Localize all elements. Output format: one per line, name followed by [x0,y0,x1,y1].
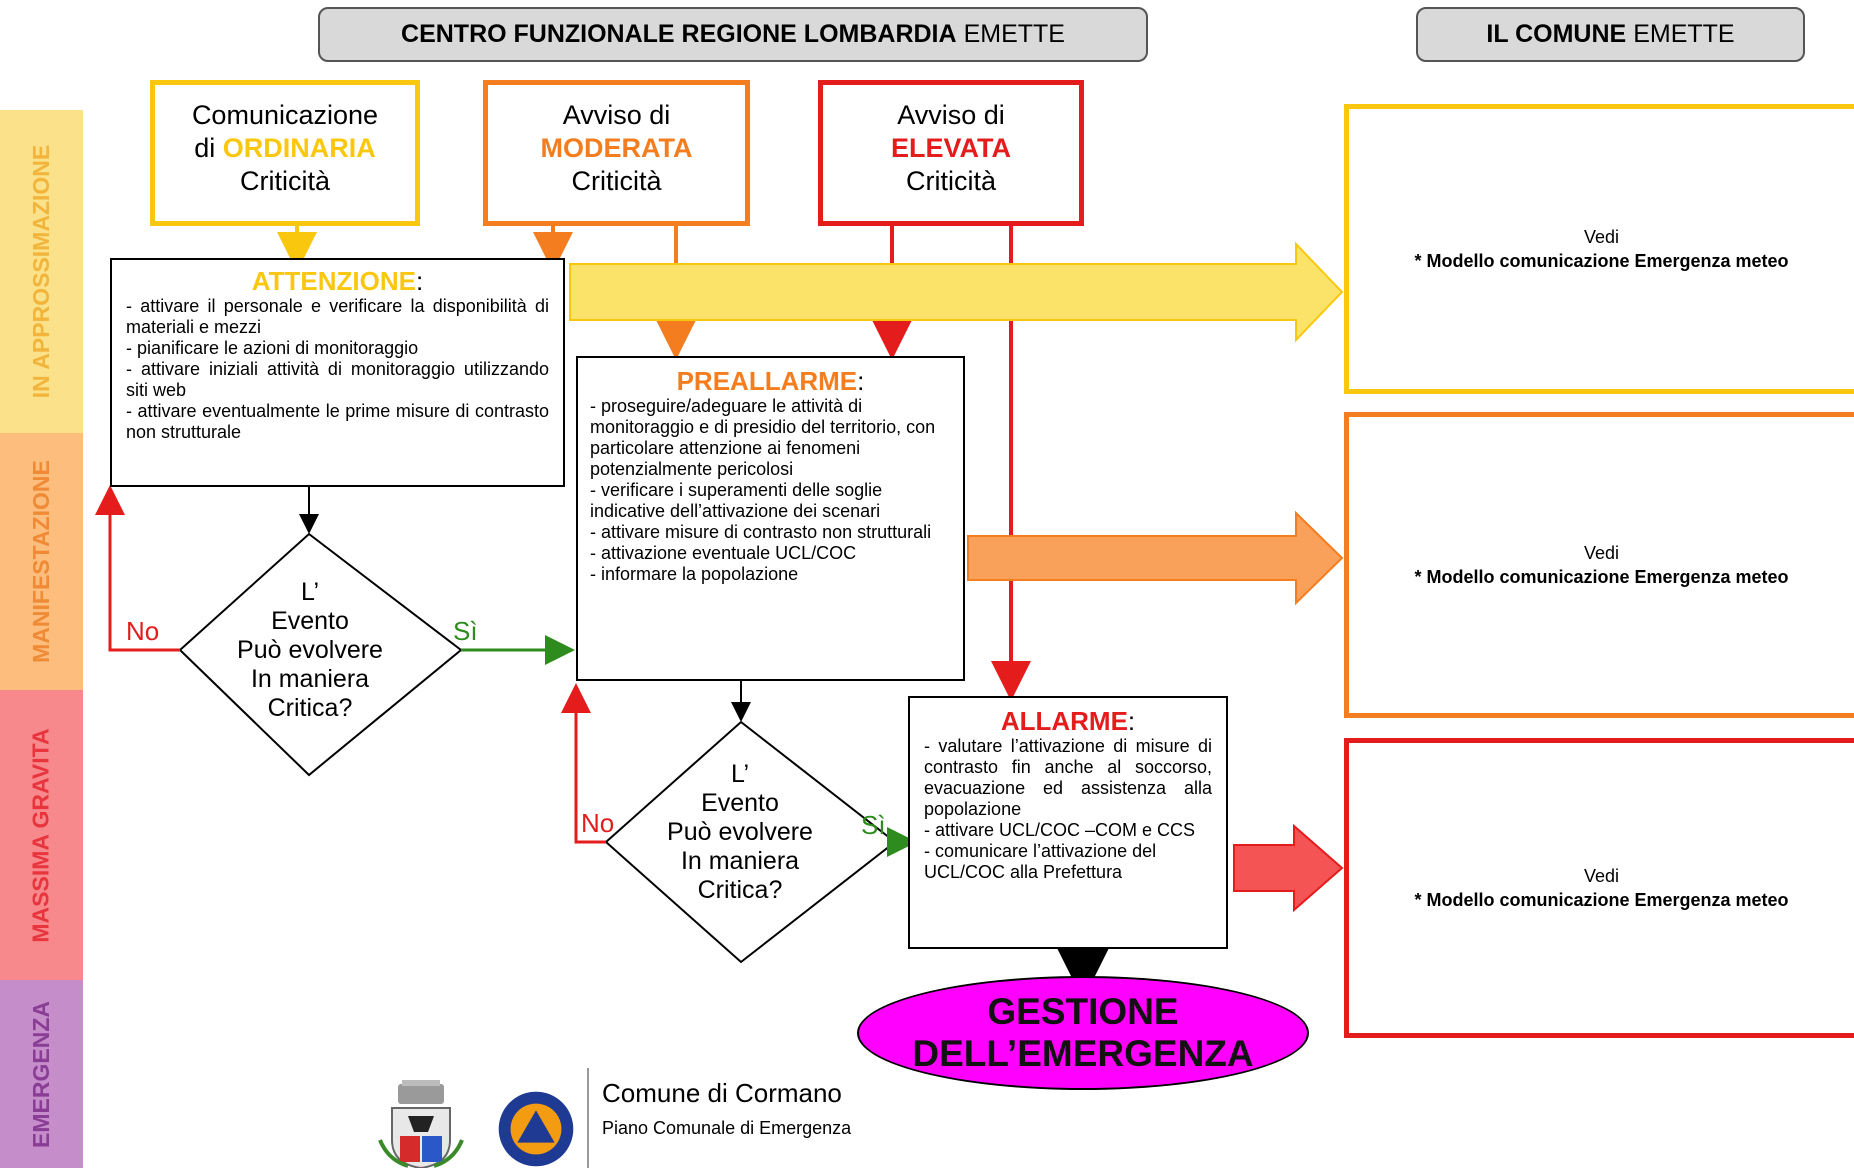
big-arrow-preallarme [967,510,1344,606]
decision-2-l1: L’ [730,760,750,788]
source-ordinaria-key: ORDINARIA [222,133,376,163]
source-ordinaria: Comunicazione di ORDINARIA Criticità [150,80,420,226]
allarme-title-text: ALLARME [1000,706,1128,736]
decision-1-no-label: No [126,616,160,646]
footer-title: Comune di Cormano [602,1078,842,1108]
preallarme-line-2: - verificare i superamenti delle soglie … [590,480,883,521]
decision-2-l4: In maniera [680,847,800,875]
decision-2-yes-label: Sì [861,810,886,840]
comune-box-allarme: Vedi * Modello comunicazione Emergenza m… [1344,738,1854,1038]
band-massima-gravita: MASSIMA GRAVITA [0,690,83,980]
source-ordinaria-pre: di [194,133,216,163]
decision-diamond-1 [178,532,463,777]
comune-box-3-vedi: Vedi [1583,866,1620,886]
preallarme-title: PREALLARME: [676,366,865,396]
band-emergenza: EMERGENZA [0,980,83,1168]
source-elevata: Avviso di ELEVATA Criticità [818,80,1084,226]
header-right-rest: EMETTE [1633,20,1735,48]
gestione-l1: GESTIONE [987,991,1179,1032]
source-moderata: Avviso di MODERATA Criticità [483,80,750,226]
decision-1-text: L’ Evento Può evolvere In maniera Critic… [220,578,400,723]
decision-1-yes-label: Sì [453,616,478,646]
source-ordinaria-line2: di ORDINARIA [155,132,415,165]
gestione-text: GESTIONE DELL’EMERGENZA [912,991,1253,1075]
attenzione-title: ATTENZIONE: [251,266,424,296]
header-left-bold: CENTRO FUNZIONALE REGIONE LOMBARDIA [401,20,957,48]
preallarme-box: PREALLARME: - proseguire/adeguare le att… [576,356,965,681]
comune-crest-icon [378,1080,464,1168]
allarme-box: ALLARME: - valutare l’attivazione di mis… [908,696,1228,949]
preallarme-line-4: - attivazione eventuale UCL/COC [590,543,857,563]
comune-box-2-vedi: Vedi [1583,543,1620,563]
allarme-line-1: - valutare l’attivazione di misure di co… [924,736,1212,819]
band-approssimazione: IN APPROSSIMAZIONE [0,110,83,433]
decision-1-l2: Evento [271,607,349,635]
decision-2-no-label: No [581,808,615,838]
comune-box-3-text: * Modello comunicazione Emergenza meteo [1414,890,1789,910]
comune-box-1-vedi: Vedi [1583,227,1620,247]
attenzione-box: ATTENZIONE: - attivare il personale e ve… [110,258,565,487]
attenzione-line-2: - pianificare le azioni di monitoraggio [126,338,419,358]
big-arrow-attenzione [569,241,1344,343]
comune-box-preallarme: Vedi * Modello comunicazione Emergenza m… [1344,412,1854,718]
preallarme-line-5: - informare la popolazione [590,564,799,584]
header-right-bold: IL COMUNE [1486,20,1627,48]
preallarme-line-1: - proseguire/adeguare le attività di mon… [590,396,936,479]
source-ordinaria-line3: Criticità [239,166,330,196]
decision-diamond-2 [604,720,897,964]
allarme-line-2: - attivare UCL/COC –COM e CCS [924,820,1196,840]
decision-2-l5: Critica? [697,876,783,904]
source-elevata-line1: Avviso di [897,100,1005,130]
attenzione-line-1: - attivare il personale e verificare la … [126,296,549,337]
source-moderata-line3: Criticità [571,166,662,196]
decision-1-l5: Critica? [267,694,353,722]
decision-2-l2: Evento [701,789,779,817]
preallarme-title-text: PREALLARME [676,366,858,396]
decision-2-l3: Può evolvere [667,818,813,846]
preallarme-line-3: - attivare misure di contrasto non strut… [590,522,932,542]
decision-1-l1: L’ [300,578,320,606]
attenzione-line-4: - attivare eventualmente le prime misure… [126,401,549,442]
gestione-emergenza: GESTIONE DELL’EMERGENZA [857,976,1309,1090]
allarme-line-3: - comunicare l’attivazione del UCL/COC a… [924,841,1157,882]
source-moderata-line1: Avviso di [562,100,671,130]
decision-2-text: L’ Evento Può evolvere In maniera Critic… [650,760,830,905]
decision-1-l3: Può evolvere [237,636,383,664]
big-arrow-allarme [1233,823,1344,913]
allarme-title: ALLARME: [1000,706,1136,736]
decision-1-l4: In maniera [250,665,370,693]
footer-subtitle: Piano Comunale di Emergenza [602,1118,852,1138]
comune-box-attenzione: Vedi * Modello comunicazione Emergenza m… [1344,104,1854,394]
source-ordinaria-line1: Comunicazione [191,100,379,130]
comune-box-2-text: * Modello comunicazione Emergenza meteo [1414,567,1789,587]
comune-box-1-text: * Modello comunicazione Emergenza meteo [1414,251,1789,271]
no-loop-2 [561,683,606,844]
attenzione-title-text: ATTENZIONE [251,266,416,296]
source-elevata-key: ELEVATA [891,133,1011,163]
attenzione-line-3: - attivare iniziali attività di monitora… [126,359,549,400]
header-left-rest: EMETTE [963,20,1065,48]
no-loop-1 [95,485,180,652]
gestione-l2: DELL’EMERGENZA [912,1033,1254,1074]
protezione-civile-icon [498,1091,574,1167]
source-elevata-line3: Criticità [905,166,996,196]
source-moderata-key: MODERATA [540,133,693,163]
band-manifestazione: MANIFESTAZIONE [0,433,83,690]
